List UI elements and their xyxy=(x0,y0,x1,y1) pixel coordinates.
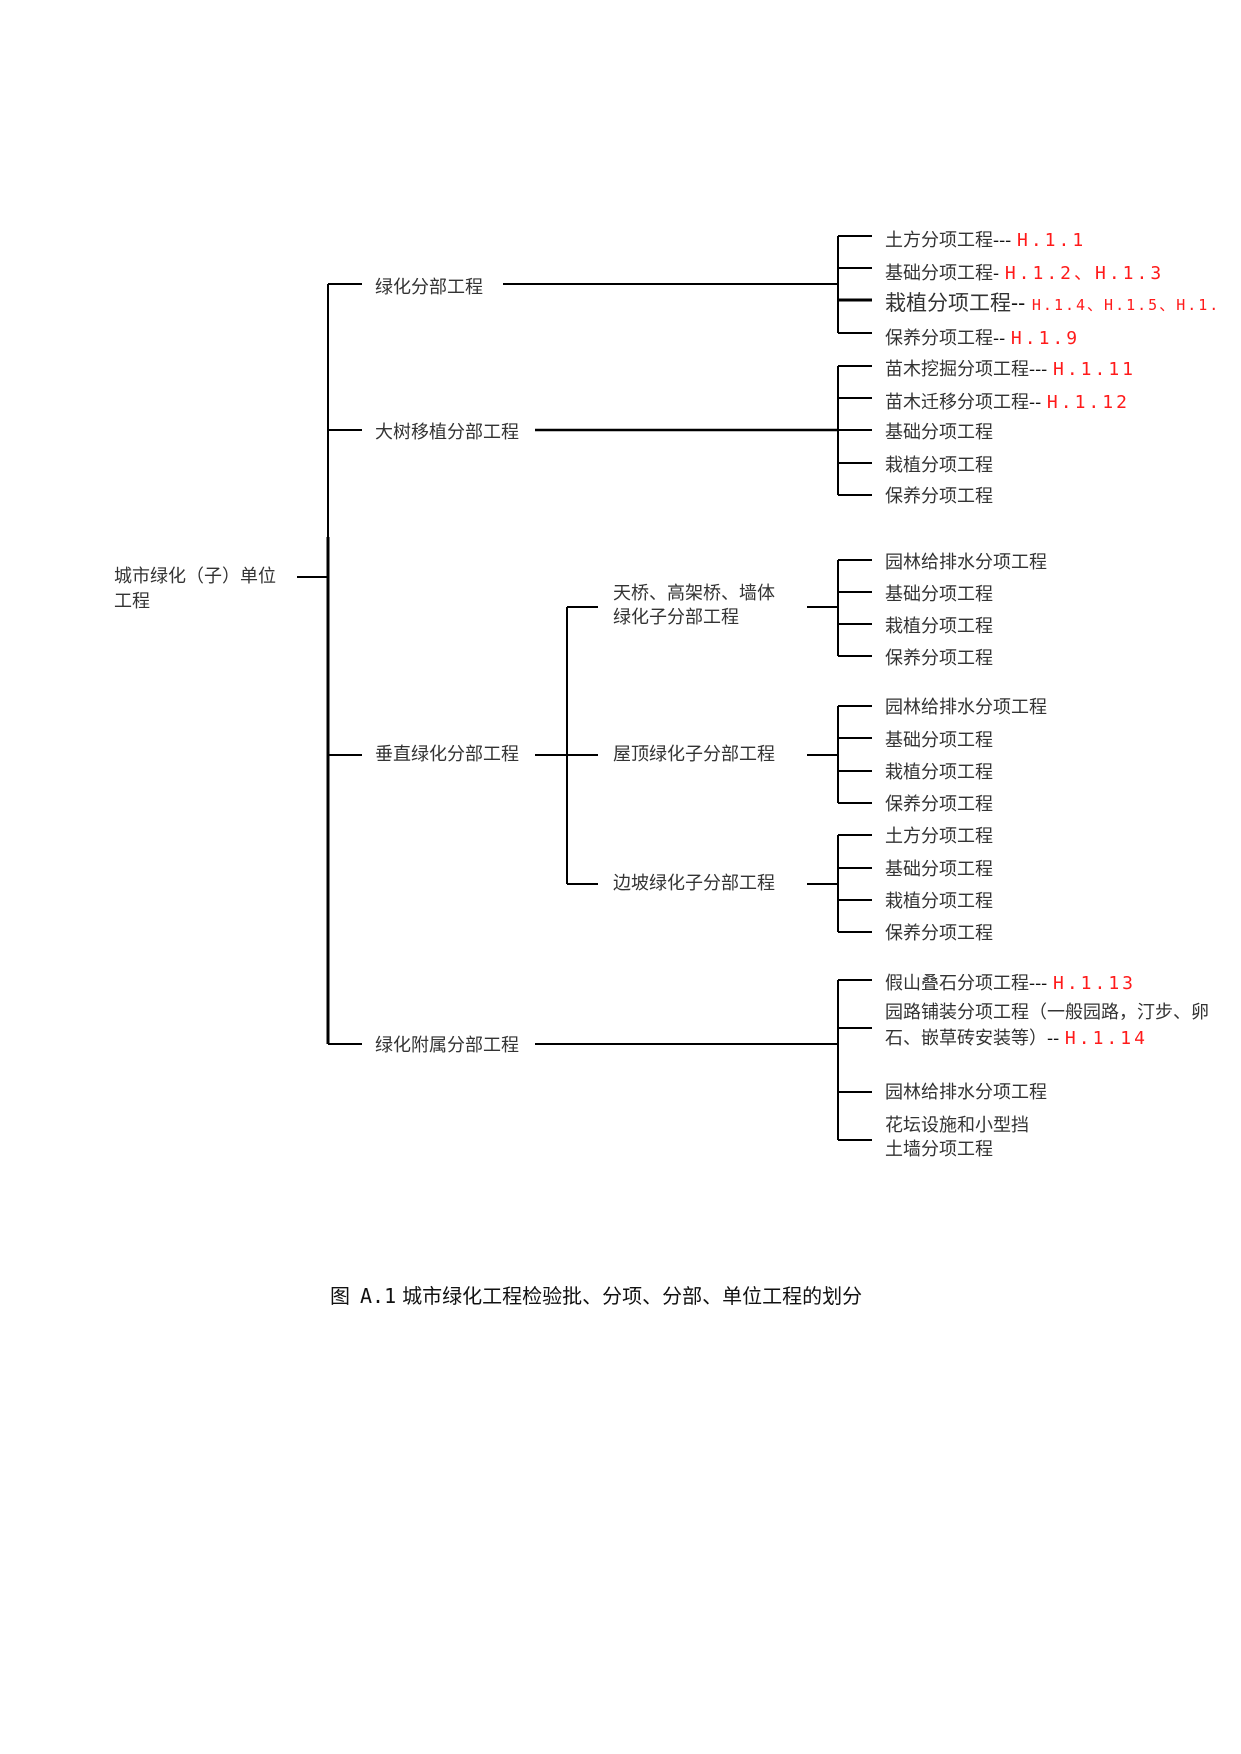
leaf-label: 假山叠石分项工程 xyxy=(885,973,1029,994)
sub-branch-bridge-line2: 绿化子分部工程 xyxy=(613,607,739,628)
leaf-dash: -- xyxy=(1011,291,1026,315)
caption-figure-number: A.1 xyxy=(360,1284,397,1308)
leaf-dash: -- xyxy=(1029,392,1042,413)
spec-reference: H.1.1 xyxy=(1016,230,1087,251)
leaf-item: 基础分项工程- H.1.2、H.1.3 xyxy=(885,262,1164,286)
leaf-item: 基础分项工程 xyxy=(885,584,993,605)
sub-branch-slope: 边坡绿化子分部工程 xyxy=(613,873,775,894)
spec-reference: H.1.13 xyxy=(1052,973,1137,994)
spec-reference: H.1.4、H.1.5、H.1. xyxy=(1031,296,1221,314)
leaf-item-line2: 土墙分项工程 xyxy=(885,1139,993,1160)
leaf-label: 石、嵌草砖安装等） xyxy=(885,1028,1047,1049)
leaf-label: 土方分项工程 xyxy=(885,230,993,251)
leaf-item: 栽植分项工程 xyxy=(885,891,993,912)
leaf-dash: --- xyxy=(1029,359,1048,380)
root-node-line1: 城市绿化（子）单位 xyxy=(114,566,276,587)
leaf-dash: -- xyxy=(1047,1028,1060,1049)
spec-reference: H.1.11 xyxy=(1052,359,1137,380)
leaf-item: 土方分项工程--- H.1.1 xyxy=(885,229,1086,253)
branch-ancillary: 绿化附属分部工程 xyxy=(375,1035,519,1056)
leaf-label: 基础分项工程 xyxy=(885,263,993,284)
leaf-item: 假山叠石分项工程--- H.1.13 xyxy=(885,972,1136,996)
spec-reference: H.1.14 xyxy=(1064,1028,1148,1049)
leaf-item: 栽植分项工程 xyxy=(885,616,993,637)
leaf-item: 保养分项工程 xyxy=(885,486,993,507)
leaf-label: 栽植分项工程 xyxy=(885,291,1011,315)
leaf-item: 保养分项工程-- H.1.9 xyxy=(885,327,1080,351)
leaf-item: 栽植分项工程 xyxy=(885,455,993,476)
leaf-item: 园林给排水分项工程 xyxy=(885,1082,1047,1103)
leaf-item: 基础分项工程 xyxy=(885,730,993,751)
spec-reference: H.1.12 xyxy=(1046,392,1130,413)
leaf-item: 保养分项工程 xyxy=(885,648,993,669)
leaf-dash: --- xyxy=(993,230,1012,251)
caption-prefix: 图 xyxy=(330,1284,350,1308)
sub-branch-roof: 屋顶绿化子分部工程 xyxy=(613,744,775,765)
leaf-dash: -- xyxy=(993,328,1006,349)
caption-text: 城市绿化工程检验批、分项、分部、单位工程的划分 xyxy=(402,1284,863,1308)
leaf-item-line1: 花坛设施和小型挡 xyxy=(885,1115,1029,1136)
root-node-line2: 工程 xyxy=(114,591,150,612)
leaf-item: 土方分项工程 xyxy=(885,826,993,847)
leaf-item: 园林给排水分项工程 xyxy=(885,552,1047,573)
leaf-item: 保养分项工程 xyxy=(885,794,993,815)
sub-branch-bridge-line1: 天桥、高架桥、墙体 xyxy=(613,583,775,604)
leaf-item: 苗木挖掘分项工程--- H.1.11 xyxy=(885,358,1136,382)
leaf-dash: --- xyxy=(1029,973,1048,994)
branch-vertical: 垂直绿化分部工程 xyxy=(375,744,519,765)
leaf-item-line2: 石、嵌草砖安装等）-- H.1.14 xyxy=(885,1027,1148,1051)
leaf-item: 基础分项工程 xyxy=(885,422,993,443)
leaf-item-line1: 园路铺装分项工程（一般园路，汀步、卵 xyxy=(885,1002,1209,1023)
branch-greening: 绿化分部工程 xyxy=(375,277,483,298)
leaf-item: 保养分项工程 xyxy=(885,923,993,944)
leaf-dash: - xyxy=(993,263,1000,284)
leaf-item: 栽植分项工程-- H.1.4、H.1.5、H.1. xyxy=(885,291,1220,317)
spec-reference: H.1.2、H.1.3 xyxy=(1004,263,1165,284)
leaf-item: 园林给排水分项工程 xyxy=(885,697,1047,718)
leaf-item: 苗木迁移分项工程-- H.1.12 xyxy=(885,391,1130,415)
leaf-label: 苗木挖掘分项工程 xyxy=(885,359,1029,380)
leaf-label: 苗木迁移分项工程 xyxy=(885,392,1029,413)
leaf-item: 栽植分项工程 xyxy=(885,762,993,783)
leaf-label: 保养分项工程 xyxy=(885,328,993,349)
spec-reference: H.1.9 xyxy=(1010,328,1081,349)
leaf-item: 基础分项工程 xyxy=(885,859,993,880)
branch-big-tree: 大树移植分部工程 xyxy=(375,422,519,443)
